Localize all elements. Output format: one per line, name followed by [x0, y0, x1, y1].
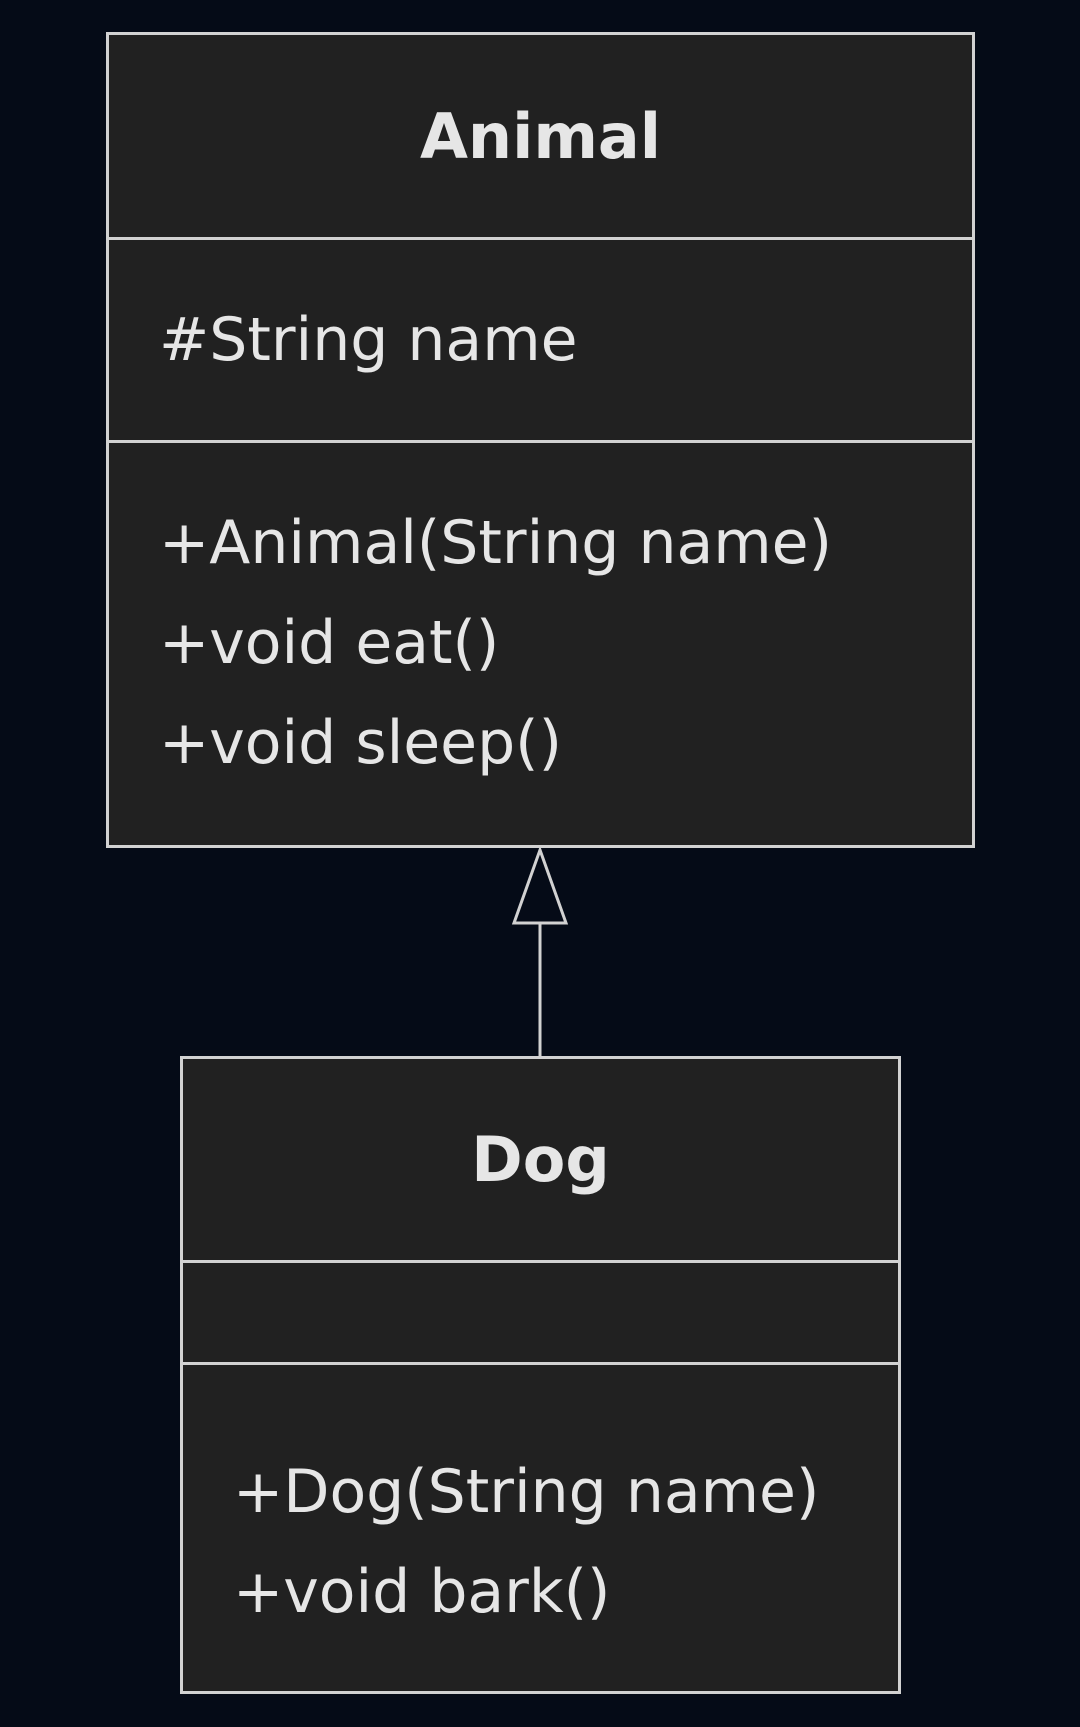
method-eat: +void eat() — [159, 608, 500, 678]
inheritance-arrowhead — [511, 845, 569, 925]
class-name-dog: Dog — [183, 1059, 898, 1263]
class-name-animal: Animal — [109, 35, 972, 240]
attributes-section-dog — [183, 1263, 898, 1365]
method-animal-constructor: +Animal(String name) — [159, 508, 833, 578]
method-sleep: +void sleep() — [159, 708, 562, 778]
method-bark: +void bark() — [233, 1557, 611, 1627]
methods-section-dog: +Dog(String name) +void bark() — [183, 1365, 898, 1691]
methods-section-animal: +Animal(String name) +void eat() +void s… — [109, 443, 972, 845]
attribute-name: #String name — [159, 305, 578, 375]
method-dog-constructor: +Dog(String name) — [233, 1457, 820, 1527]
class-box-animal[interactable]: Animal #String name +Animal(String name)… — [106, 32, 975, 848]
attributes-section-animal: #String name — [109, 240, 972, 443]
class-box-dog[interactable]: Dog +Dog(String name) +void bark() — [180, 1056, 901, 1694]
